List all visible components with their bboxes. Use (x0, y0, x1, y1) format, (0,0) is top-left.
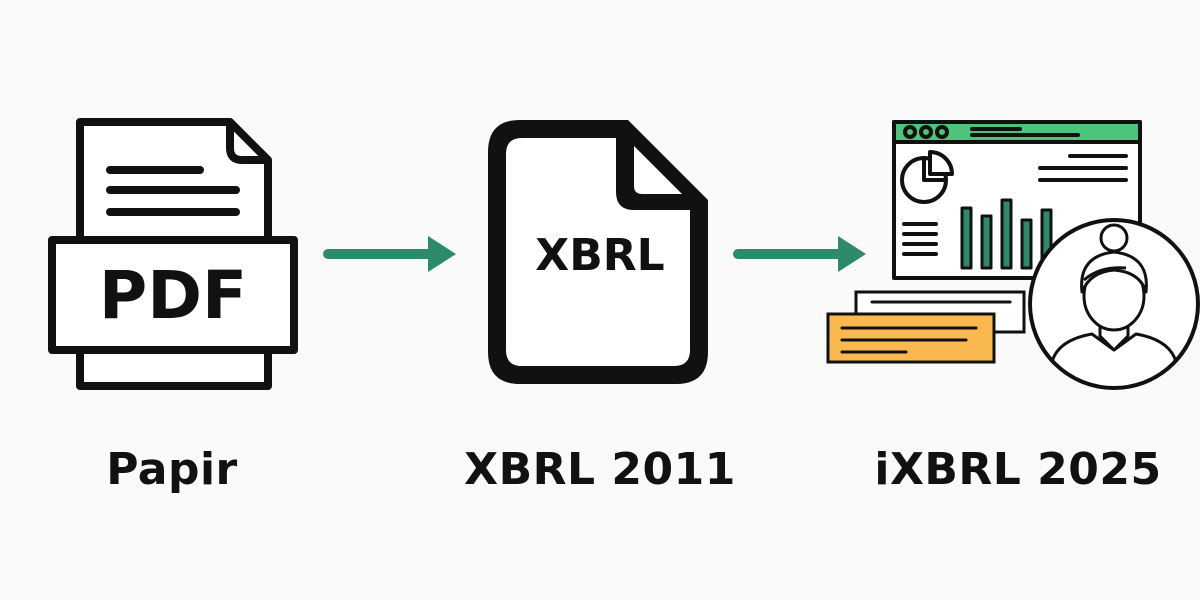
pie-chart-icon (900, 150, 954, 204)
orange-card (826, 312, 996, 364)
dashboard-list-lines (902, 222, 938, 256)
pdf-document-icon: PDF (48, 118, 298, 390)
pdf-banner (48, 236, 298, 354)
arrow-right-icon (323, 236, 456, 272)
xbrl-label: XBRL (535, 230, 664, 281)
dashboard-header (892, 120, 1142, 144)
stage-caption-papir: Papir (106, 444, 238, 495)
stage-caption-xbrl-2011: XBRL 2011 (464, 444, 736, 495)
xbrl-paper-fold (634, 146, 682, 194)
pdf-label: PDF (99, 257, 247, 334)
pdf-paper-bottom (76, 350, 272, 390)
pdf-paper-fold (226, 122, 268, 164)
xbrl-document-icon: XBRL (488, 120, 708, 384)
user-avatar-icon (1028, 218, 1200, 390)
stage-caption-ixbrl-2025: iXBRL 2025 (874, 444, 1162, 495)
report-cards (826, 290, 1026, 364)
xbrl-paper-inner (506, 138, 690, 366)
dashboard-text-lines (1038, 154, 1128, 182)
arrow-right-icon (733, 236, 866, 272)
pdf-paper-top (76, 118, 272, 244)
bar-chart-icon (960, 198, 1053, 270)
window-dots (903, 125, 949, 139)
pdf-text-lines (106, 166, 240, 216)
